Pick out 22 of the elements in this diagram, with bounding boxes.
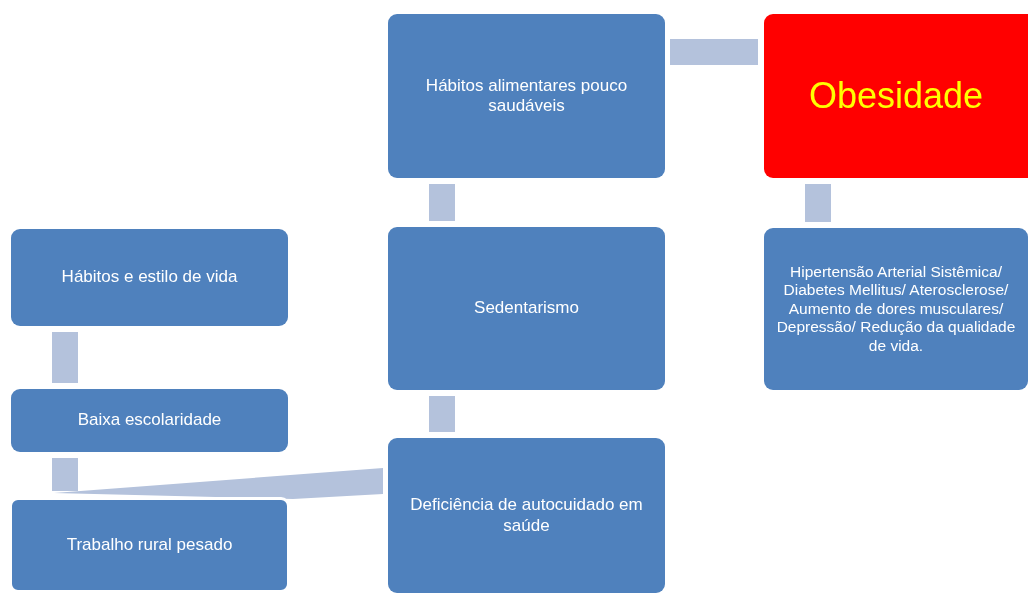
process-box (388, 14, 665, 178)
node-label: Baixa escolaridade (77, 410, 222, 431)
process-box (11, 389, 288, 452)
process-box (388, 438, 665, 593)
process-box (9, 497, 290, 593)
highlight-box (764, 14, 1028, 178)
connector (429, 396, 455, 432)
node-label: Trabalho rural pesado (66, 534, 233, 556)
connector (805, 184, 831, 222)
node-label: Hábitos alimentares pouco saudáveis (424, 75, 629, 117)
connector (429, 184, 455, 221)
process-box (388, 227, 665, 390)
node-label: Hipertensão Arterial Sistêmica/ Diabetes Mellitus/ Aterosclerose/ Aumento de dores musculares/ Depressão/ Redução da qualidade de vida. (775, 262, 1017, 356)
node-label: Deficiência de autocuidado em saúde (409, 495, 644, 536)
connector (670, 39, 758, 65)
process-box (11, 229, 288, 326)
node-label: Obesidade (808, 74, 984, 118)
node-label: Sedentarismo (474, 298, 579, 319)
node-label: Hábitos e estilo de vida (61, 267, 238, 288)
process-box (764, 228, 1028, 390)
connector (52, 332, 78, 383)
connector (52, 458, 78, 491)
